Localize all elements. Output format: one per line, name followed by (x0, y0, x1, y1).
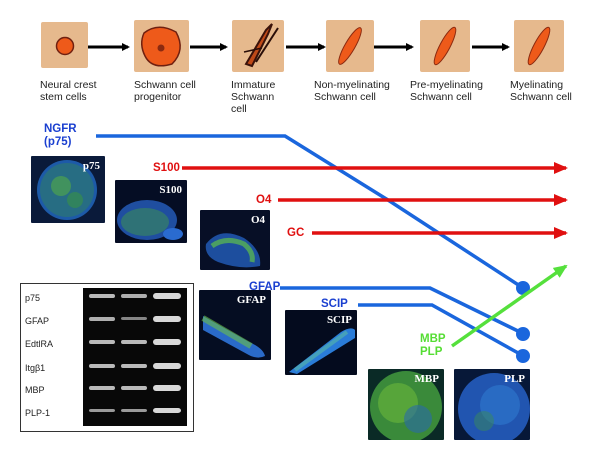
marker-label-mbp-plp: MBP PLP (420, 333, 446, 358)
stage-label-myelinating: Myelinating Schwann cell (510, 79, 572, 103)
micrograph-plp-image (458, 373, 530, 440)
gel-row-label: EdtlRA (25, 339, 54, 349)
gel-band (153, 363, 181, 369)
cell-image-neural-crest (41, 22, 88, 68)
gel-row-label: GFAP (25, 316, 50, 326)
micrograph-mbp-label: MBP (414, 373, 439, 385)
stage-label-pre-myelinating: Pre-myelinating Schwann cell (410, 79, 483, 103)
gel-band (89, 364, 115, 368)
stage-label-non-myelinating: Non-myelinating Schwann cell (314, 79, 390, 103)
marker-label-o4: O4 (256, 194, 272, 206)
gel-band (121, 386, 147, 390)
cell-image-progenitor (134, 20, 189, 72)
gel-band (153, 339, 181, 345)
micrograph-gfap-image (201, 315, 265, 358)
micrograph-s100: S100 (115, 180, 187, 243)
gel-band (89, 340, 115, 344)
micrograph-mbp: MBP (368, 369, 444, 440)
gel-band (121, 364, 147, 368)
gel-band (89, 294, 115, 298)
gel-row-label: Itgβ1 (25, 363, 46, 373)
micrograph-scip-image (289, 328, 355, 374)
gel-band (89, 386, 115, 390)
rt-pcr-gel-panel: p75 GFAP EdtlRA Itgβ1 MBP PLP-1 (20, 283, 194, 432)
micrograph-p75: p75 (31, 156, 105, 223)
marker-label-ngfr: NGFR (p75) (44, 123, 77, 148)
gel-row-label: MBP (25, 385, 45, 395)
stage-label-progenitor: Schwann cell progenitor (134, 79, 196, 103)
micrograph-gfap: GFAP (199, 290, 271, 360)
gel-band (121, 317, 147, 320)
micrograph-plp-label: PLP (504, 373, 525, 385)
marker-label-gc: GC (287, 227, 305, 239)
micrograph-gfap-label: GFAP (236, 294, 266, 306)
cell-image-immature (232, 20, 284, 72)
gel-band (89, 409, 115, 412)
gel-row-label: PLP-1 (25, 408, 51, 418)
micrograph-plp: PLP (454, 369, 530, 440)
gel-band (153, 316, 181, 322)
gel-band (153, 293, 181, 299)
gel-band (153, 385, 181, 391)
scip-line (358, 303, 521, 356)
gel-image (83, 288, 187, 426)
micrograph-s100-label: S100 (159, 184, 182, 196)
marker-label-scip: SCIP (321, 298, 348, 310)
micrograph-scip: SCIP (285, 310, 357, 375)
micrograph-o4-label: O4 (250, 214, 265, 226)
micrograph-o4-image (205, 233, 261, 268)
gfap-end-dot (516, 327, 530, 341)
gel-band (153, 408, 181, 413)
micrograph-scip-label: SCIP (326, 314, 352, 326)
micrograph-p75-image (37, 160, 97, 220)
cell-image-pre-myelinating (420, 20, 470, 72)
micrograph-mbp-image (370, 371, 442, 440)
micrograph-s100-image (117, 200, 183, 240)
stage-label-immature: Immature Schwann cell (231, 79, 276, 115)
gel-bands (89, 293, 181, 413)
gel-band (121, 409, 147, 412)
gel-band (121, 340, 147, 344)
cell-image-non-myelinating (326, 20, 374, 72)
micrograph-o4: O4 (200, 210, 270, 270)
mbp-plp-arrow (450, 264, 568, 348)
ngfr-end-dot (516, 281, 530, 295)
cell-image-myelinating (514, 20, 564, 72)
stage-label-neural-crest: Neural crest stem cells (40, 79, 97, 103)
scip-end-dot (516, 349, 530, 363)
gel-band (121, 294, 147, 298)
marker-label-s100: S100 (153, 162, 180, 174)
gel-row-label: p75 (25, 293, 41, 303)
gel-band (89, 317, 115, 321)
micrograph-p75-label: p75 (82, 160, 100, 172)
